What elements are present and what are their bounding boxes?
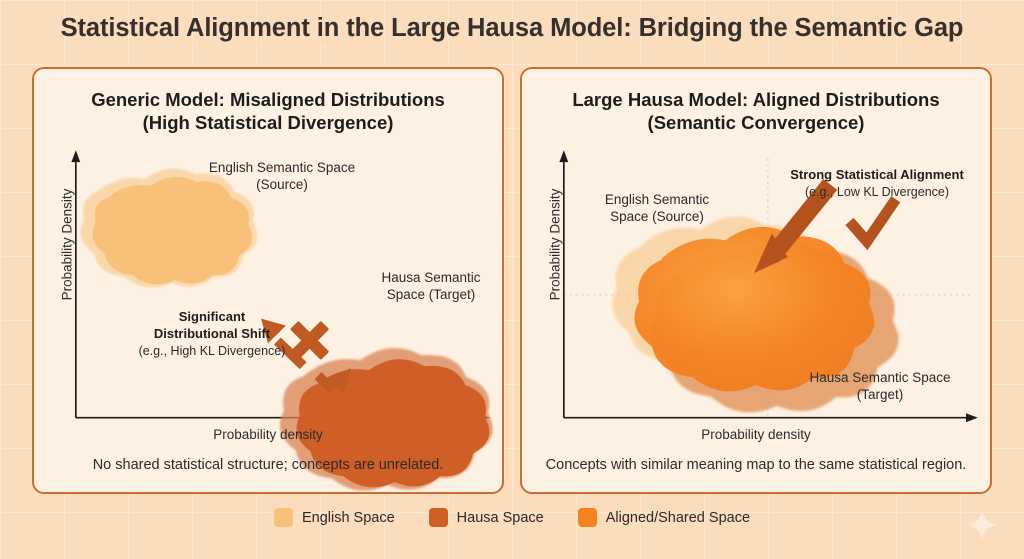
panel-title-line1: Generic Model: Misaligned Distributions xyxy=(91,89,445,110)
panel-title-line1: Large Hausa Model: Aligned Distributions xyxy=(572,89,940,110)
check-mark-icon xyxy=(845,196,901,251)
panel-title-generic: Generic Model: Misaligned Distributions … xyxy=(34,88,502,135)
alignment-arrow xyxy=(754,178,838,274)
blob-english-space xyxy=(80,168,258,288)
divergence-arrow xyxy=(261,318,352,394)
legend-item-aligned: Aligned/Shared Space xyxy=(577,508,751,527)
axis-y-label-hausa: Probability Density xyxy=(547,188,563,301)
axis-x-label-hausa: Probability density xyxy=(701,427,811,442)
legend-item-hausa: Hausa Space xyxy=(428,508,544,527)
plot-large-hausa-model xyxy=(559,150,978,423)
page-title: Statistical Alignment in the Large Hausa… xyxy=(60,14,964,42)
callout-divergence: Significant Distributional Shift (e.g., … xyxy=(138,309,286,358)
legend-item-english: English Space xyxy=(273,508,395,527)
axis-y-arrowhead xyxy=(559,150,569,163)
axis-y-label-generic: Probability Density xyxy=(59,188,75,301)
plot-generic-model xyxy=(71,150,493,491)
legend: English Space Hausa Space Aligned/Shared… xyxy=(0,508,1024,527)
axis-y-arrowhead xyxy=(71,150,81,163)
axis-x-arrowhead xyxy=(966,413,978,423)
legend-label-aligned: Aligned/Shared Space xyxy=(605,509,751,526)
axis-lines xyxy=(562,158,970,419)
footer-note-hausa: Concepts with similar meaning map to the… xyxy=(545,457,967,473)
legend-label-english: English Space xyxy=(301,509,395,526)
label-english-space-hausa: English Semantic Space (Source) xyxy=(604,192,710,225)
label-hausa-space-hausa: Hausa Semantic Space (Target) xyxy=(809,370,951,403)
cross-x-icon xyxy=(290,321,329,360)
sparkle-icon xyxy=(966,509,998,541)
blob-aligned-shared-space xyxy=(634,226,875,392)
legend-label-hausa: Hausa Space xyxy=(456,509,544,526)
footer-note-generic: No shared statistical structure; concept… xyxy=(92,457,444,473)
panel-title-line2: (Semantic Convergence) xyxy=(647,112,865,134)
panel-generic-model: Generic Model: Misaligned Distributions … xyxy=(32,67,504,494)
callout-alignment: Strong Statistical Alignment (e.g., Low … xyxy=(790,167,964,199)
legend-swatch-aligned xyxy=(577,508,597,527)
legend-swatch-english xyxy=(273,508,293,527)
axis-x-label-generic: Probability density xyxy=(213,427,323,442)
panel-title-hausa: Large Hausa Model: Aligned Distributions… xyxy=(522,88,990,135)
legend-swatch-hausa xyxy=(428,508,448,527)
label-hausa-space-generic: Hausa Semantic Space (Target) xyxy=(381,270,481,303)
label-english-space-generic: English Semantic Space (Source) xyxy=(208,160,356,193)
panel-large-hausa-model: Large Hausa Model: Aligned Distributions… xyxy=(520,67,992,494)
panel-title-line2: (High Statistical Divergence) xyxy=(142,112,394,134)
